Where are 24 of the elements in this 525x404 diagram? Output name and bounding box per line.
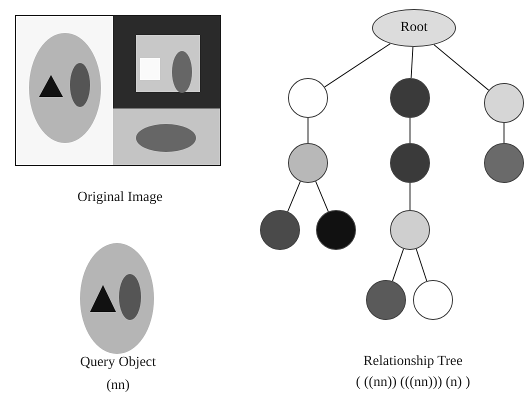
tree-node-circle (390, 143, 430, 183)
tree-node-circle (260, 210, 300, 250)
node-label: Root (400, 20, 428, 36)
caption: ( ((nn)) (((nn))) (n) ) (356, 375, 470, 391)
tree-node-circle (390, 78, 430, 118)
tree-node-circle (316, 210, 356, 250)
tree-node-circle (484, 143, 524, 183)
tree-edge (416, 248, 428, 282)
tree-edge (287, 180, 301, 212)
tree-edge (324, 43, 391, 88)
tree-edge (410, 46, 414, 79)
tree-node-circle (288, 143, 328, 183)
tree-edge (315, 180, 329, 212)
tree-node-circle (413, 280, 453, 320)
tree-node-circle (390, 210, 430, 250)
tree-edge (434, 44, 490, 91)
caption: Relationship Tree (363, 354, 463, 370)
caption: (nn) (106, 378, 130, 394)
tree-node-circle (288, 78, 328, 118)
tree-node-circle (366, 280, 406, 320)
caption: Original Image (77, 190, 163, 206)
tree-edge (392, 248, 404, 282)
tree-node-circle (484, 83, 524, 123)
caption: Query Object (80, 355, 156, 371)
